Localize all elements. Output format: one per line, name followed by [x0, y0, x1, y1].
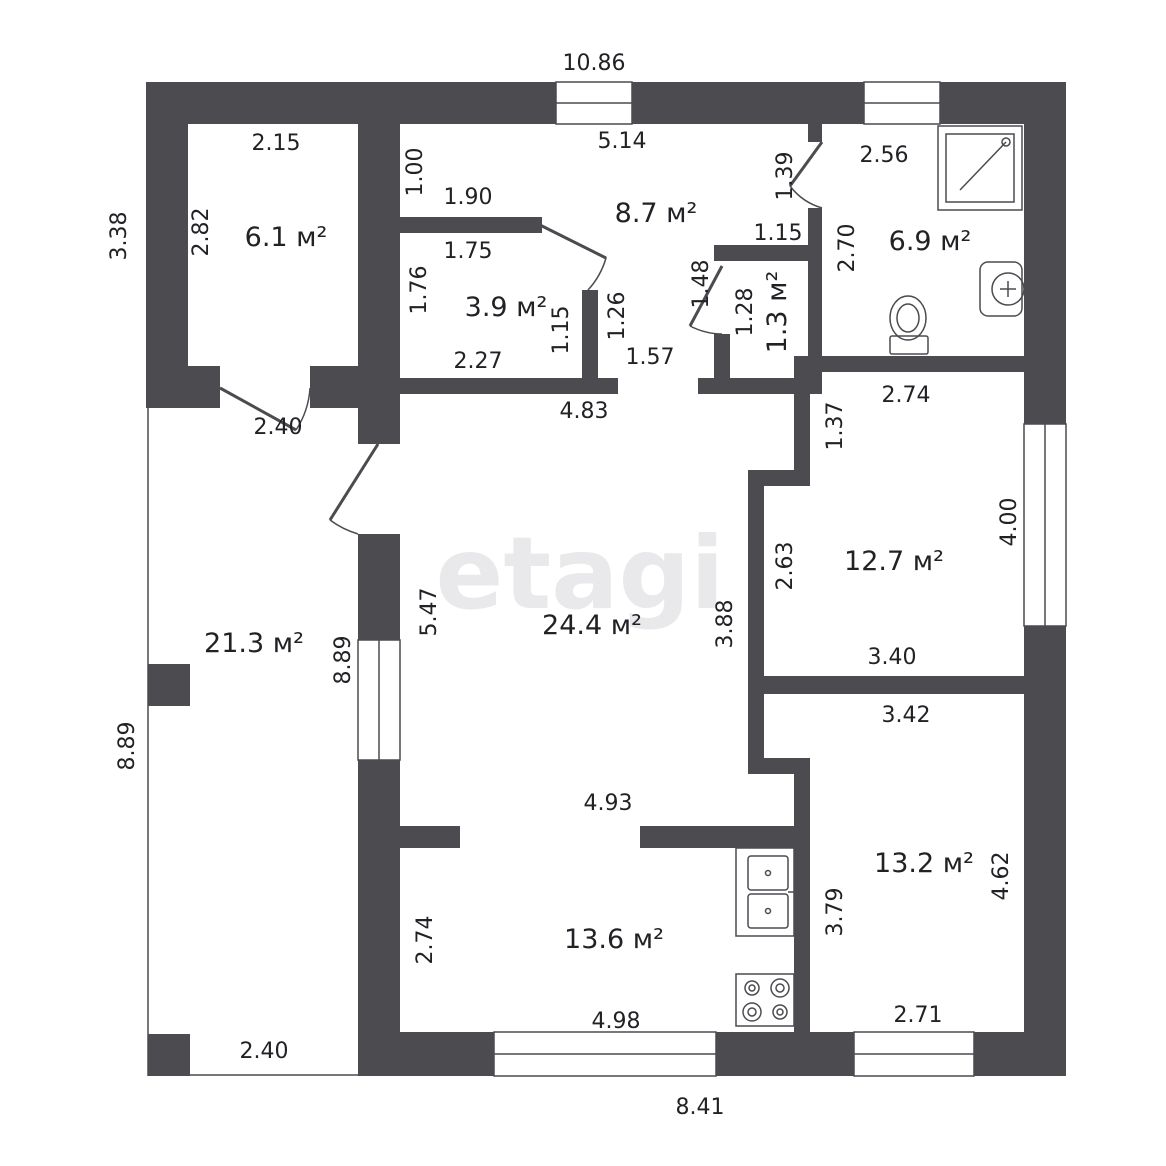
windows: [357, 81, 1067, 1077]
wall-hall-bathroom-upper: [808, 108, 822, 142]
window-north-hall: [555, 81, 633, 125]
room-area-label: 12.7 м²: [844, 546, 944, 577]
wall-living-kitchen-b: [640, 826, 810, 848]
outer-wall-west-upper: [146, 82, 188, 408]
dimension-label: 10.86: [563, 51, 626, 76]
wall-living-east-3: [748, 470, 764, 774]
dimension-label: 2.74: [413, 916, 438, 965]
dimension-label: 2.56: [860, 143, 909, 168]
dimension-label: 2.74: [882, 383, 931, 408]
door-bedroom-small: [219, 386, 311, 432]
watermark: etagi: [436, 515, 725, 632]
dimension-label: 3.88: [713, 600, 738, 649]
dimension-label: 1.90: [444, 185, 493, 210]
dimension-label: 4.83: [560, 399, 609, 424]
terrace-column: [148, 664, 190, 706]
dimension-label: 2.70: [835, 224, 860, 273]
window-north-bathroom: [863, 81, 941, 125]
bedroom-small-south-wall-a: [146, 366, 220, 408]
sink-icon: [979, 261, 1025, 317]
dimension-label: 1.15: [754, 221, 803, 246]
terrace-outline: [147, 408, 358, 1076]
dimension-label: 1.75: [444, 239, 493, 264]
room-area-label: 6.1 м²: [245, 222, 328, 253]
dimension-label: 5.14: [598, 129, 647, 154]
dimension-label: 1.57: [626, 345, 675, 370]
kitchen-sink-icon: [735, 847, 795, 937]
dimension-label: 8.89: [115, 722, 140, 771]
dimension-label: 2.63: [773, 542, 798, 591]
window-south-bedroom: [853, 1031, 975, 1077]
dimension-label: 8.89: [331, 636, 356, 685]
room-area-label: 24.4 м²: [542, 610, 642, 641]
wall-living-terrace-a: [358, 534, 400, 640]
dimension-label: 1.26: [605, 292, 630, 341]
door-toilet-small: [688, 265, 724, 335]
wall-living-east-1: [794, 356, 810, 484]
dimension-label: 8.41: [676, 1095, 725, 1120]
dimension-label: 4.00: [997, 498, 1022, 547]
room-area-label: 13.2 м²: [874, 848, 974, 879]
dimension-labels: 10.86 3.38 2.15 2.82 1.00 5.14 1.90 1.39…: [107, 51, 1022, 1120]
dimension-label: 1.37: [823, 402, 848, 451]
dimension-label: 2.71: [894, 1003, 943, 1028]
shower-tray-icon: [937, 125, 1023, 211]
room-area-label: 1.3 м²: [762, 271, 793, 354]
toilet-small-west-wall: [714, 334, 730, 394]
storage-east-wall: [582, 290, 598, 394]
dimension-label: 2.82: [189, 208, 214, 257]
terrace-post-south: [148, 1034, 190, 1076]
room-area-label: 8.7 м²: [615, 198, 698, 229]
window-west-living: [357, 639, 401, 761]
dimension-label: 4.62: [989, 852, 1014, 901]
room-area-label: 21.3 м²: [204, 628, 304, 659]
dimension-label: 2.40: [240, 1039, 289, 1064]
stove-icon: [735, 973, 795, 1027]
window-east-bedroom: [1023, 423, 1067, 627]
dimension-label: 2.27: [454, 349, 503, 374]
wall-bedroom-hall: [358, 108, 400, 444]
toilet-icon: [889, 295, 929, 355]
door-living-terrace: [328, 443, 380, 535]
door-storage: [539, 223, 607, 291]
dimension-label: 3.40: [868, 645, 917, 670]
dimension-label: 1.39: [773, 152, 798, 201]
doors: [219, 141, 824, 535]
dimension-label: 4.98: [592, 1009, 641, 1034]
wall-east-bedrooms: [748, 676, 1048, 694]
room-area-labels: 6.1 м² 8.7 м² 3.9 м² 1.3 м² 6.9 м² 24.4 …: [204, 198, 974, 955]
dimension-label: 3.79: [823, 888, 848, 937]
dimension-label: 5.47: [417, 588, 442, 637]
dimension-label: 2.15: [252, 131, 301, 156]
dimension-label: 1.48: [689, 260, 714, 309]
dimension-label: 3.42: [882, 703, 931, 728]
dimension-label: 1.76: [407, 266, 432, 315]
window-south-kitchen: [493, 1031, 717, 1077]
room-area-label: 13.6 м²: [564, 924, 664, 955]
door-bathroom: [788, 141, 824, 209]
dimension-label: 3.38: [107, 212, 132, 261]
wall-living-terrace-b: [358, 760, 400, 1076]
dimension-label: 1.28: [733, 288, 758, 337]
storage-north-wall: [400, 217, 542, 233]
wall-living-kitchen-a: [400, 826, 460, 848]
dimension-label: 4.93: [584, 791, 633, 816]
bathroom-south-wall: [808, 356, 1048, 372]
dimension-label: 2.40: [254, 415, 303, 440]
dimension-label: 1.00: [403, 148, 428, 197]
room-area-label: 6.9 м²: [889, 226, 972, 257]
wall-living-east-5: [794, 758, 810, 1076]
dimension-label: 1.15: [549, 306, 574, 355]
storage-south-wall: [400, 378, 618, 394]
toilet-small-north-wall: [714, 245, 808, 261]
room-area-label: 3.9 м²: [465, 292, 548, 323]
wall-hall-bathroom-lower: [808, 208, 822, 394]
